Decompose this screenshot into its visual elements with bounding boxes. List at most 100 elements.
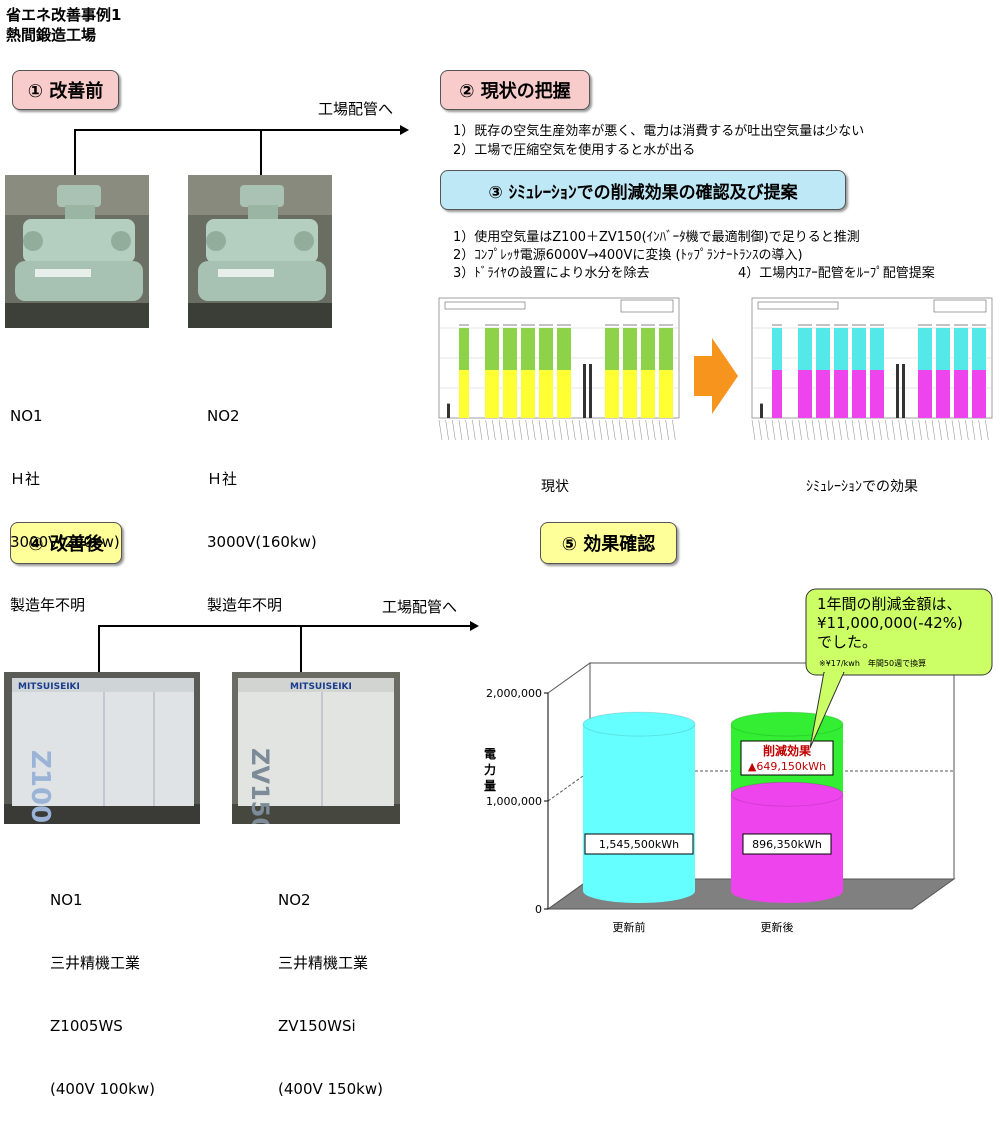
chart-y-tick-label: 0 <box>535 903 542 916</box>
model-plate-1: Z100 <box>25 750 55 823</box>
sim-chart-x-tick-mark <box>758 419 762 441</box>
sim-chart-usage-block-top <box>972 328 986 370</box>
sim-chart-usage-block-top <box>798 328 812 370</box>
current-chart-x-tick-mark <box>438 419 443 441</box>
sim-chart-x-tick-mark <box>811 419 816 441</box>
current-chart-x-tick-mark <box>638 419 643 441</box>
sim-chart-x-tick-mark <box>945 419 949 441</box>
after-machine-1-model: Z1005WS <box>50 1017 123 1035</box>
after-machine-2-spec: (400V 150kw) <box>278 1080 383 1098</box>
sim-chart-x-tick-mark <box>765 419 769 441</box>
sim-chart-x-tick-mark <box>751 419 756 441</box>
sim-chart-x-tick-mark <box>785 419 789 441</box>
sim-chart-usage-spike <box>896 364 899 418</box>
simulation-point-2: 2）ｺﾝﾌﾟﾚｯｻ電源6000V→400Vに変換 (ﾄｯﾌﾟﾗﾝﾅｰﾄﾗﾝｽの導… <box>453 248 803 263</box>
callout-note: ※¥17/kwh 年間50週で換算 <box>819 659 927 668</box>
sim-chart-usage-block-bottom <box>870 370 884 418</box>
sim-chart-x-tick-mark <box>845 419 849 441</box>
bar-before-value-label: 1,545,500kWh <box>599 838 679 851</box>
callout-line1: 1年間の削減金額は、 <box>817 595 962 613</box>
current-chart-x-tick-mark <box>478 419 483 441</box>
current-chart-x-tick-mark <box>592 419 596 441</box>
bar-before-body <box>583 724 695 891</box>
before-machine-2-year: 製造年不明 <box>207 596 283 614</box>
new-compressor-photo-2: MITSUISEIKI ZV150 <box>232 672 400 824</box>
sim-chart-x-tick-mark <box>825 419 829 441</box>
current-chart-x-tick-mark <box>445 419 449 441</box>
sim-chart-x-tick-mark <box>878 419 882 441</box>
sim-chart-x-tick-mark <box>831 419 836 441</box>
page-title-line1: 省エネ改善事例1 <box>6 6 122 24</box>
sim-chart-x-tick-mark <box>905 419 909 441</box>
sim-chart-x-tick-mark <box>978 419 982 441</box>
section-before-label: ① 改善前 <box>12 70 119 110</box>
pipe-after-arrow-icon <box>470 621 479 631</box>
reduction-label-value: ▲649,150kWh <box>748 760 826 773</box>
current-chart-x-tick-mark <box>558 419 563 441</box>
current-chart-usage-block-bottom <box>623 370 637 418</box>
current-chart-usage-block-bottom <box>521 370 535 418</box>
sim-chart-x-tick-mark <box>958 419 962 441</box>
chart-ylabel-char: 電 <box>484 747 496 761</box>
current-chart-usage-block-top <box>539 328 553 370</box>
current-chart-x-tick-mark <box>498 419 503 441</box>
sim-chart-x-tick-mark <box>891 419 896 441</box>
sim-chart-title-box <box>757 301 839 310</box>
current-chart-usage-block-top <box>659 328 673 370</box>
before-machine-1-label: NO1 Ｈ社 3000V(200kw) 製造年不明 <box>10 364 120 637</box>
current-chart-x-tick-mark <box>658 419 663 441</box>
sim-chart-x-tick-mark <box>791 419 796 441</box>
sim-chart-x-tick-mark <box>858 419 862 441</box>
brand-logo-2: MITSUISEIKI <box>290 682 352 692</box>
sim-chart-x-tick-mark <box>798 419 802 441</box>
before-machine-1-spec: 3000V(200kw) <box>10 533 120 551</box>
sim-chart-usage-block-bottom <box>936 370 950 418</box>
bar-after-bottom <box>731 879 843 903</box>
old-compressor-photo-1 <box>5 175 149 328</box>
after-machine-2-model: ZV150WSi <box>278 1017 356 1035</box>
sim-chart-usage-spike <box>760 403 763 418</box>
current-chart-x-tick-mark <box>465 419 469 441</box>
pipe-after-horizontal <box>98 625 471 627</box>
pipe-label-before: 工場配管へ <box>318 100 394 118</box>
callout-pointer <box>810 672 845 749</box>
section-effect-label: ⑤ 効果確認 <box>540 522 677 564</box>
sim-chart-usage-block-top <box>954 328 968 370</box>
sim-chart-x-tick-mark <box>918 419 922 441</box>
current-chart-usage-block-bottom <box>459 370 469 418</box>
current-chart-x-tick-mark <box>672 419 676 441</box>
sim-chart-usage-block-top <box>772 328 782 370</box>
current-chart-usage-spike <box>589 364 592 418</box>
sim-chart-usage-spike <box>902 364 905 418</box>
current-chart-usage-block-bottom <box>659 370 673 418</box>
after-machine-2-maker: 三井精機工業 <box>278 954 369 972</box>
sim-chart-x-tick-mark <box>965 419 969 441</box>
bar-before-bottom <box>583 879 695 903</box>
page-title-line2: 熱間鍛造工場 <box>6 26 97 44</box>
sim-chart-usage-block-top <box>870 328 884 370</box>
current-chart-x-tick-mark <box>538 419 543 441</box>
sim-chart-usage-block-bottom <box>834 370 848 418</box>
current-chart-x-tick-mark <box>652 419 656 441</box>
current-chart-x-tick-mark <box>525 419 529 441</box>
current-chart-x-tick-mark <box>512 419 516 441</box>
sim-chart-caption: ｼﾐｭﾚｰｼｮﾝでの効果 <box>806 479 918 495</box>
section-simulation-label: ③ ｼﾐｭﾚｰｼｮﾝでの削減効果の確認及び提案 <box>440 170 846 210</box>
current-chart-usage-block-top <box>459 328 469 370</box>
sim-chart-x-tick-mark <box>865 419 869 441</box>
before-machine-1-year: 製造年不明 <box>10 596 86 614</box>
sim-chart-usage-block-bottom <box>852 370 866 418</box>
bar-before-value-label-box <box>584 833 694 855</box>
before-machine-2-label: NO2 Ｈ社 3000V(160kw) 製造年不明 <box>207 364 317 637</box>
current-chart-usage-block-top <box>503 328 517 370</box>
chart-gridline <box>547 770 591 802</box>
before-machine-2-spec: 3000V(160kw) <box>207 533 317 551</box>
after-machine-2-no: NO2 <box>278 891 311 909</box>
before-machine-1-no: NO1 <box>10 407 43 425</box>
sim-chart-x-tick-mark <box>971 419 976 441</box>
chart-ylabel-char: 力 <box>484 762 496 777</box>
pipe-horizontal <box>74 129 401 131</box>
current-chart-x-tick-mark <box>485 419 489 441</box>
sim-chart-x-tick-mark <box>925 419 929 441</box>
after-machine-2-label: NO2 三井精機工業 ZV150WSi (400V 150kw) <box>278 848 383 1121</box>
